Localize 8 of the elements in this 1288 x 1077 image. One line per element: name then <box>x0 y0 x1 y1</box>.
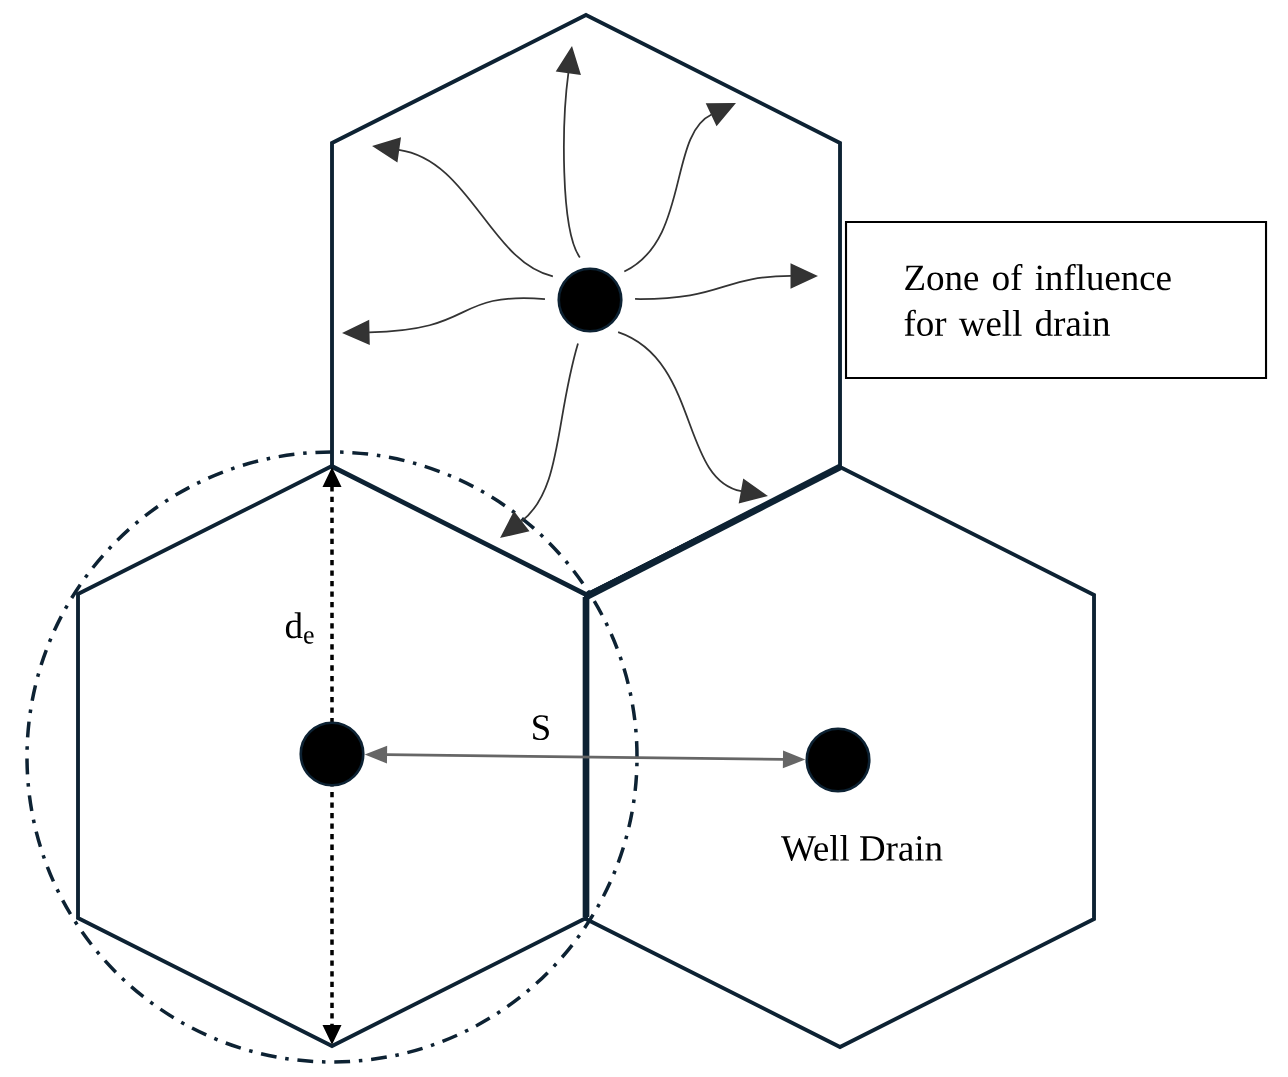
well-dot <box>299 721 365 787</box>
flow-arrow <box>500 342 579 538</box>
node-caption: Well Drain <box>781 834 943 862</box>
edge-label: S <box>527 711 555 744</box>
well-dot <box>557 267 623 333</box>
text-box: Zone of influence for well drain <box>844 220 1268 380</box>
dimension-label: d$_{e}$ <box>285 612 314 644</box>
well-dot <box>805 727 871 793</box>
